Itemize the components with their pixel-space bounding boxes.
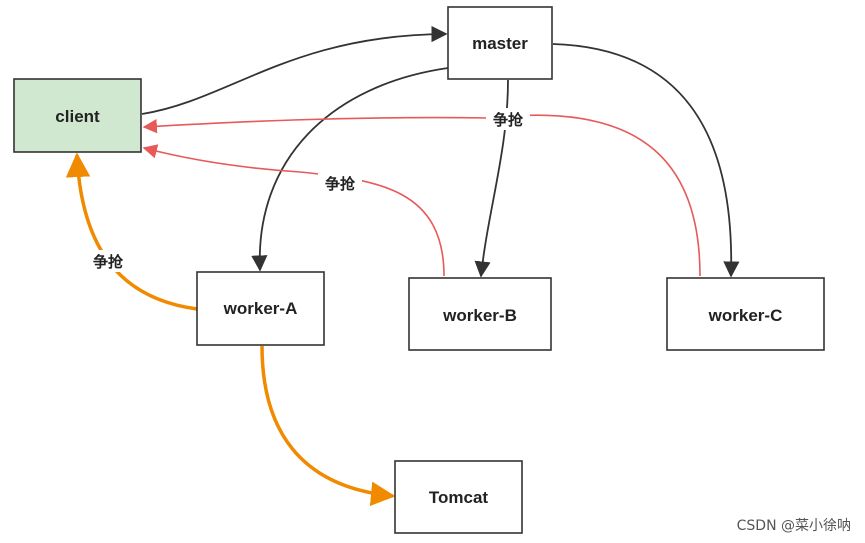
node-worker-c-box bbox=[666, 277, 825, 351]
node-worker-b-box bbox=[408, 277, 552, 351]
node-worker-c: worker-C bbox=[666, 277, 825, 351]
node-tomcat: Tomcat bbox=[394, 460, 523, 534]
edge-label-bg bbox=[486, 108, 530, 130]
edge-label-worker-b-to-client: 争抢 bbox=[325, 175, 356, 193]
watermark: CSDN @菜小徐呐 bbox=[736, 518, 851, 534]
node-worker-a-box bbox=[196, 271, 325, 346]
node-worker-c-label: worker-C bbox=[708, 306, 783, 325]
node-worker-a: worker-A bbox=[196, 271, 325, 346]
node-client: client bbox=[13, 78, 142, 153]
edge-worker-a-to-tomcat bbox=[260, 345, 396, 507]
edge-master-to-worker-c bbox=[552, 43, 740, 278]
edge-label-bg bbox=[318, 172, 362, 194]
edge-master-to-worker-b bbox=[474, 79, 509, 278]
edge-worker-b-to-client bbox=[142, 144, 445, 277]
node-client-label: client bbox=[55, 107, 100, 126]
node-master: master bbox=[447, 6, 553, 80]
edge-label-bg bbox=[86, 250, 130, 272]
node-worker-b: worker-B bbox=[408, 277, 552, 351]
edge-label-worker-a-to-client: 争抢 bbox=[93, 253, 124, 271]
edge-worker-c-to-client bbox=[142, 114, 701, 277]
node-tomcat-box bbox=[394, 460, 523, 534]
node-client-box bbox=[13, 78, 142, 153]
node-master-label: master bbox=[472, 34, 528, 53]
node-master-box bbox=[447, 6, 553, 80]
edge-master-to-worker-a bbox=[251, 67, 449, 272]
edge-worker-a-to-client bbox=[65, 152, 198, 311]
node-worker-b-label: worker-B bbox=[442, 306, 517, 325]
node-tomcat-label: Tomcat bbox=[429, 488, 489, 507]
edge-client-to-master bbox=[141, 25, 448, 115]
node-worker-a-label: worker-A bbox=[223, 299, 298, 318]
edge-label-worker-c-to-client: 争抢 bbox=[493, 111, 524, 129]
